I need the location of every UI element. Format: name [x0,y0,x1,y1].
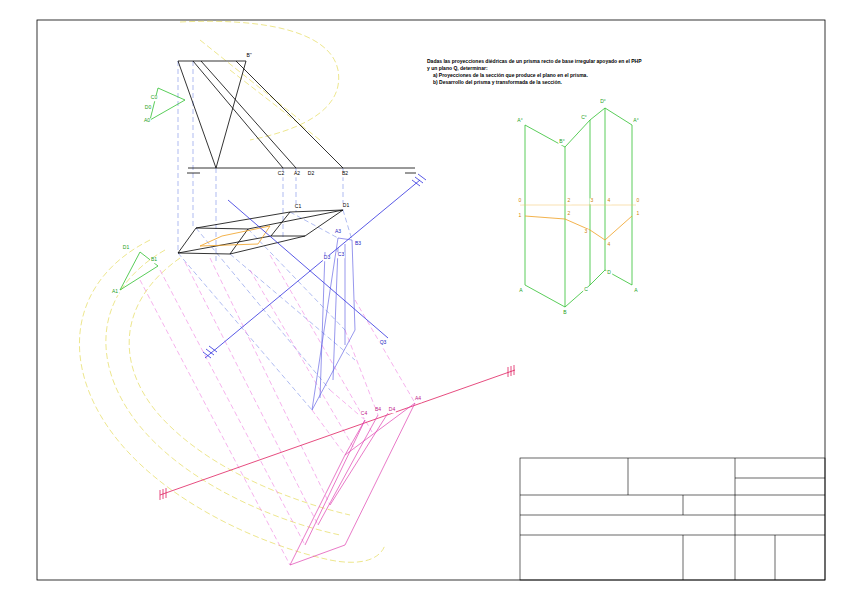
plane-trace [203,174,426,358]
point-label: Q3 [379,340,388,346]
point-label: A° [632,118,639,124]
point-label: 4 [607,242,612,248]
prism-development [525,108,632,307]
projection-line [178,61,355,410]
point-label: A0 [143,118,151,124]
plane-trace [160,365,515,500]
point-label: A [518,288,523,294]
point-label: A2 [293,171,301,177]
point-label: B [562,310,567,316]
point-label: B4 [374,407,382,413]
point-label: D1 [122,245,130,251]
point-label: 3 [584,229,589,235]
point-label: B'' [245,53,252,59]
point-label: A1 [111,289,119,295]
point-label: 0 [636,198,641,204]
title-block [520,458,825,580]
prism-elevation [178,61,343,168]
point-label: B2 [341,171,349,177]
section-plan [200,226,270,246]
point-label: 2 [567,198,572,204]
point-label: C1 [294,204,302,210]
point-label: 2 [567,211,572,217]
projection-line [140,255,415,565]
point-label: 4 [607,198,612,204]
sheet-border [37,20,825,580]
point-label: D3 [323,255,331,261]
point-label: A [633,288,638,294]
auxiliary-view [290,403,415,565]
point-label: A4 [414,396,422,402]
point-label: C0 [150,95,158,101]
true-size-base [120,88,185,290]
point-label: D4 [388,407,396,413]
statement-text: b) Desarrollo del prisma y transformada … [433,79,562,86]
point-label: C3 [337,252,345,258]
point-label: B° [558,139,565,145]
section-transform [520,205,636,240]
point-label: B3 [354,241,362,247]
point-label: D0 [144,105,152,111]
ground-line [187,168,416,173]
auxiliary-view [312,238,355,410]
point-label: C [583,287,589,293]
point-label: 1 [518,213,523,219]
point-label: D1 [342,203,350,209]
point-label: C2 [277,171,285,177]
point-label: D [606,270,612,276]
construction-arc [79,21,385,562]
point-label: D° [599,99,607,105]
point-label: B1 [150,257,158,263]
point-label: C° [580,115,588,121]
statement-text: a) Proyecciones de la sección que produc… [433,72,588,79]
point-label: A° [516,118,523,124]
point-label: A3 [334,229,342,235]
point-label: D2 [307,171,315,177]
statement-text: Dadas las proyecciones diédricas de un p… [427,58,642,71]
prism-plan [178,210,343,254]
point-label: 1 [636,211,641,217]
point-label: 0 [518,198,523,204]
point-label: C4 [360,411,368,417]
point-label: 3 [590,198,595,204]
